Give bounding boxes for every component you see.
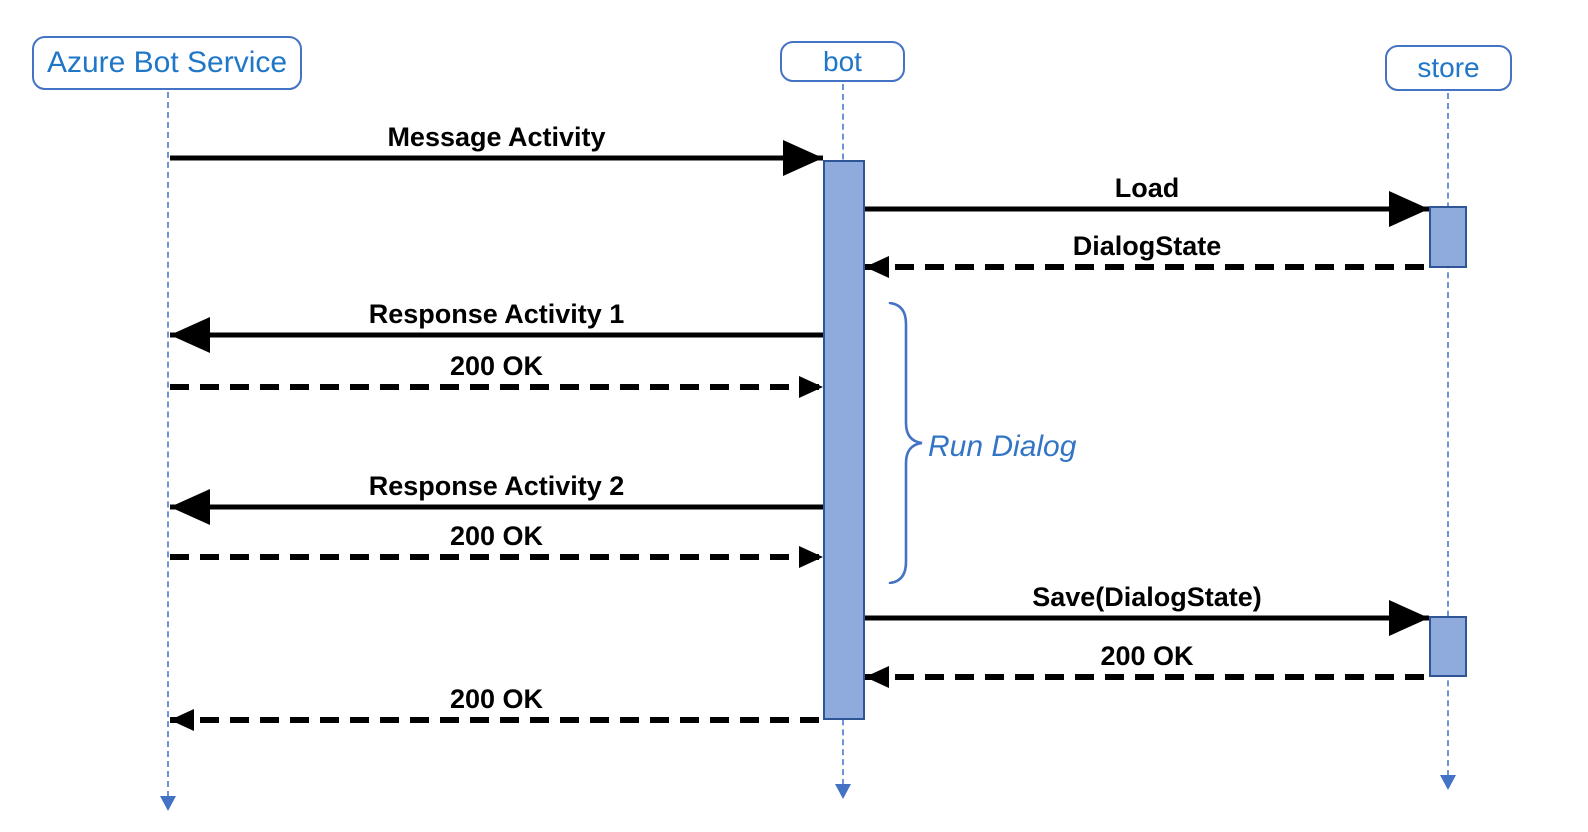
ok-response-1-arrow: 200 OK xyxy=(170,351,823,405)
arrow-line xyxy=(865,264,1429,270)
message-label: Message Activity xyxy=(387,122,606,152)
actor-azure-bot-service: Azure Bot Service xyxy=(32,36,302,90)
response-activity-2-arrow: Response Activity 2 xyxy=(170,471,823,525)
arrow-line xyxy=(170,384,823,390)
lifeline-end-arrow-icon xyxy=(835,784,851,799)
lifeline-azure-bot-service xyxy=(167,92,169,797)
arrow-line xyxy=(865,674,1429,680)
arrowhead-left-icon xyxy=(170,709,194,731)
arrowhead-right-icon xyxy=(783,140,823,176)
arrowhead-right-icon xyxy=(1389,600,1429,636)
actor-label: bot xyxy=(823,45,862,77)
activation-bar-store-save xyxy=(1429,616,1467,677)
arrow-line xyxy=(170,504,823,510)
message-label: DialogState xyxy=(1072,231,1222,261)
message-label: Response Activity 1 xyxy=(368,299,625,329)
load-arrow: Load xyxy=(865,173,1429,227)
run-dialog-brace-icon xyxy=(888,302,923,584)
save-dialogstate-arrow: Save(DialogState) xyxy=(865,582,1429,636)
ok-final-return-arrow: 200 OK xyxy=(170,684,823,738)
lifeline-end-arrow-icon xyxy=(1440,775,1456,790)
activation-bar-store-load xyxy=(1429,206,1467,268)
arrowhead-left-icon xyxy=(170,489,210,525)
lifeline-end-arrow-icon xyxy=(160,796,176,811)
actor-bot: bot xyxy=(780,41,905,82)
message-label: Save(DialogState) xyxy=(1032,582,1262,612)
arrowhead-left-icon xyxy=(865,666,889,688)
arrow-line xyxy=(170,717,823,723)
activation-bar-bot xyxy=(823,160,865,720)
arrow-line xyxy=(170,155,823,161)
arrowhead-left-icon xyxy=(170,317,210,353)
message-label: 200 OK xyxy=(449,521,544,551)
arrowhead-right-icon xyxy=(799,376,823,398)
dialogstate-return-arrow: DialogState xyxy=(865,231,1429,285)
message-label: 200 OK xyxy=(1100,641,1194,671)
actor-store: store xyxy=(1385,45,1512,91)
message-activity-arrow: Message Activity xyxy=(170,122,823,176)
arrow-line xyxy=(865,615,1429,621)
ok-save-return-arrow: 200 OK xyxy=(865,641,1429,695)
ok-response-2-arrow: 200 OK xyxy=(170,521,823,575)
response-activity-1-arrow: Response Activity 1 xyxy=(170,299,823,353)
arrowhead-left-icon xyxy=(865,256,889,278)
message-label: 200 OK xyxy=(449,351,544,381)
run-dialog-annotation: Run Dialog xyxy=(928,430,1077,463)
arrowhead-right-icon xyxy=(799,546,823,568)
arrow-line xyxy=(865,206,1429,212)
actor-label: store xyxy=(1417,52,1480,83)
message-label: Response Activity 2 xyxy=(368,471,625,501)
arrow-line xyxy=(170,332,823,338)
message-label: Load xyxy=(1114,173,1180,203)
lifeline-store xyxy=(1447,93,1449,776)
message-label: 200 OK xyxy=(449,684,544,714)
arrowhead-right-icon xyxy=(1389,191,1429,227)
actor-label: Azure Bot Service xyxy=(46,46,288,79)
arrow-line xyxy=(170,554,823,560)
